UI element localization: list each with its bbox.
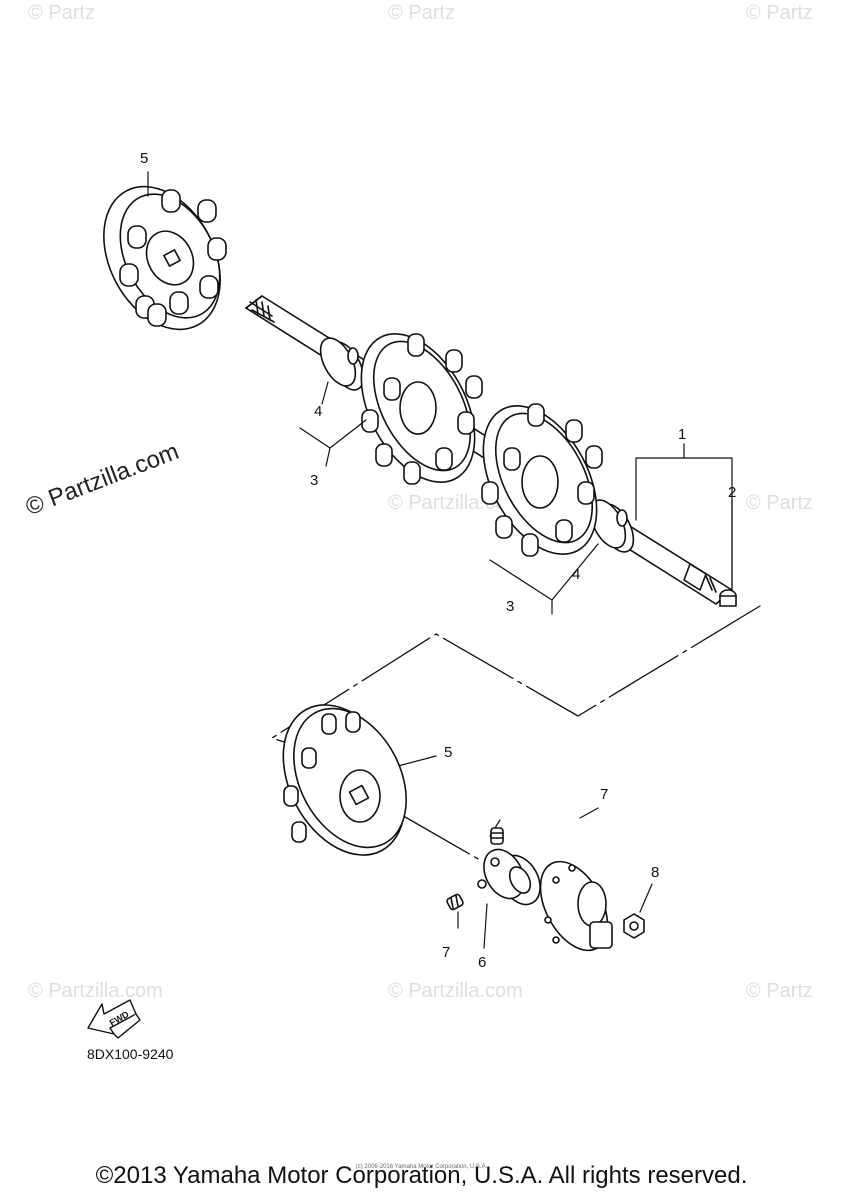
drawing-code: 8DX100-9240 xyxy=(87,1046,174,1062)
fwd-arrow-icon xyxy=(87,999,141,1039)
callout-6: 6 xyxy=(478,954,487,971)
callout-5-top: 5 xyxy=(140,150,149,167)
watermark-top-right: © Partz xyxy=(746,2,813,24)
bearing-collar-left xyxy=(319,337,365,391)
shaft-threaded-end xyxy=(683,563,717,593)
watermark-low-right: © Partz xyxy=(746,980,813,1002)
callout-8: 8 xyxy=(651,864,660,881)
callout-2: 2 xyxy=(728,484,737,501)
copyright-notice: ©2013 Yamaha Motor Corporation, U.S.A. A… xyxy=(95,1162,748,1189)
bearing xyxy=(477,848,541,906)
leader-lines xyxy=(147,171,733,949)
callout-3-right: 3 xyxy=(506,598,515,615)
nut xyxy=(623,913,645,939)
watermark-mid-right: © Partz xyxy=(746,492,813,514)
sprocket-wheel-top xyxy=(103,185,227,331)
sprocket-wheel-bottom xyxy=(282,704,407,856)
bearing-collar-right xyxy=(589,499,635,553)
callout-4-left: 4 xyxy=(314,403,323,420)
shaft-end-plug xyxy=(719,589,737,607)
callout-3-left: 3 xyxy=(310,472,319,489)
callout-1: 1 xyxy=(678,426,687,443)
callout-7-upper: 7 xyxy=(600,786,609,803)
watermark-top-center: © Partz xyxy=(388,2,455,24)
tiny-credit-text: (c) 2006-2016 Yamaha Motor Corporation, … xyxy=(355,1164,488,1170)
flange-hub xyxy=(539,860,613,952)
watermark-low-center: © Partzilla.com xyxy=(388,980,523,1002)
watermark-low-left: © Partzilla.com xyxy=(28,980,163,1002)
sprocket-middle-left xyxy=(360,333,483,485)
sprocket-middle-right xyxy=(481,403,603,557)
callout-4-right: 4 xyxy=(572,566,581,583)
watermark-top-left: © Partz xyxy=(28,2,95,24)
callout-5-bottom: 5 xyxy=(444,744,453,761)
set-screw-lower xyxy=(446,893,464,911)
callout-7-lower: 7 xyxy=(442,944,451,961)
set-screw-upper xyxy=(490,827,504,845)
